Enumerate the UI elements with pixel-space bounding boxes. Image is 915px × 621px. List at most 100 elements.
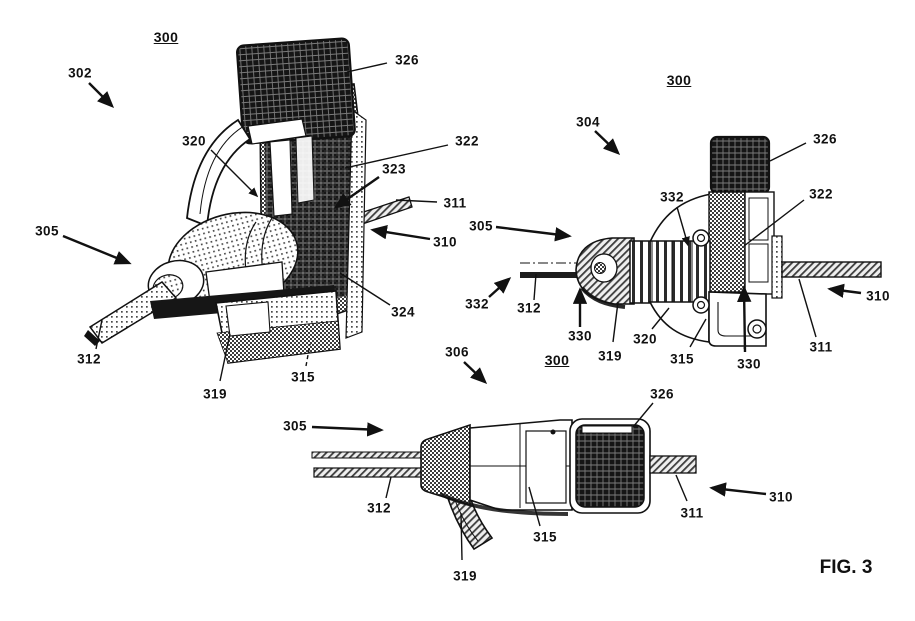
view-a-slat-top bbox=[247, 118, 307, 145]
leader-view-a-305 bbox=[62, 234, 132, 265]
view-b-screw-top-inner bbox=[696, 233, 706, 243]
leader-view-c-312 bbox=[385, 476, 392, 499]
view-c-nose-cone bbox=[420, 423, 471, 507]
leader-view-b-320 bbox=[651, 307, 670, 330]
view-b-screw-bottom bbox=[692, 296, 710, 314]
leader-view-a-322 bbox=[344, 144, 449, 169]
ref-label-view-b-312: 312 bbox=[517, 300, 541, 316]
ref-label-view-c-326: 326 bbox=[650, 386, 674, 402]
leader-view-a-319 bbox=[219, 333, 231, 382]
view-a-foot-window bbox=[225, 301, 271, 337]
view-b-right-panel-window-1 bbox=[748, 197, 769, 241]
view-b-nose-hub bbox=[594, 262, 606, 274]
view-c-handle-line bbox=[454, 499, 479, 542]
ref-label-view-b-332: 332 bbox=[465, 296, 489, 312]
view-b-screw-top bbox=[692, 229, 710, 247]
view-b-screw-bottom-inner bbox=[696, 300, 706, 310]
leader-view-c-305 bbox=[311, 422, 384, 437]
view-c-battery-block bbox=[575, 424, 645, 508]
leader-view-c-319 bbox=[460, 512, 463, 561]
ref-label-view-b-305: 305 bbox=[469, 218, 493, 234]
ref-label-view-b-330: 330 bbox=[568, 328, 592, 344]
view-c-shaft-right bbox=[649, 455, 697, 474]
leader-view-b-332 bbox=[488, 277, 512, 298]
ref-label-view-b-311: 311 bbox=[809, 339, 833, 355]
leader-view-b-319 bbox=[612, 301, 619, 343]
ref-label-view-b-330: 330 bbox=[737, 356, 761, 372]
leader-view-a-311 bbox=[395, 199, 438, 203]
ref-label-view-c-310: 310 bbox=[769, 489, 793, 505]
view-b-body-dividers bbox=[651, 241, 693, 303]
ref-label-view-b-326: 326 bbox=[813, 131, 837, 147]
view-b-shaft-left bbox=[520, 272, 582, 278]
view-c-drawing bbox=[311, 418, 697, 551]
view-b-body bbox=[629, 240, 711, 304]
ref-label-view-a-300: 300 bbox=[153, 29, 179, 45]
view-b-screw-bracket bbox=[747, 319, 767, 339]
ref-label-view-b-300: 300 bbox=[544, 352, 570, 368]
leader-view-a-324 bbox=[339, 272, 391, 306]
leader-view-b-322 bbox=[743, 199, 805, 247]
leader-view-c-326 bbox=[632, 402, 654, 428]
ref-label-view-a-322: 322 bbox=[455, 133, 479, 149]
view-b-right-panel-window-2 bbox=[748, 243, 769, 283]
ref-label-view-c-315: 315 bbox=[533, 529, 557, 545]
leader-view-a-302 bbox=[88, 82, 115, 109]
ref-label-view-b-300: 300 bbox=[666, 72, 692, 88]
leader-view-b-304 bbox=[594, 130, 621, 155]
ref-label-view-a-319: 319 bbox=[203, 386, 227, 402]
ref-label-view-a-324: 324 bbox=[391, 304, 415, 320]
ref-label-view-b-304: 304 bbox=[576, 114, 600, 130]
leader-view-c-306 bbox=[463, 361, 488, 384]
leader-view-c-311 bbox=[675, 474, 688, 502]
leader-view-b-310 bbox=[827, 283, 862, 298]
leader-view-a-326 bbox=[346, 62, 388, 73]
ref-label-view-c-306: 306 bbox=[445, 344, 469, 360]
leader-view-c-315 bbox=[528, 486, 541, 527]
leader-view-b-315 bbox=[689, 318, 707, 348]
ref-label-view-c-305: 305 bbox=[283, 418, 307, 434]
leader-view-b-305 bbox=[495, 225, 572, 242]
ref-label-view-b-319: 319 bbox=[598, 348, 622, 364]
leader-view-a-320 bbox=[210, 149, 259, 198]
leader-view-c-310 bbox=[709, 482, 767, 497]
view-c-screw bbox=[550, 429, 556, 435]
ref-label-view-c-319: 319 bbox=[453, 568, 477, 584]
leader-view-a-310 bbox=[370, 225, 431, 241]
ref-label-view-b-332: 332 bbox=[660, 189, 684, 205]
ref-label-view-a-320: 320 bbox=[182, 133, 206, 149]
ref-label-view-b-310: 310 bbox=[866, 288, 890, 304]
view-b-bracket-inner bbox=[717, 302, 758, 337]
ref-label-view-c-312: 312 bbox=[367, 500, 391, 516]
view-b-screw-bracket-inner bbox=[752, 324, 762, 334]
leader-view-a-312 bbox=[95, 319, 103, 350]
leader-view-b-326 bbox=[769, 142, 807, 162]
leader-view-a-315 bbox=[305, 343, 311, 367]
view-a-shaft-left-tip bbox=[84, 330, 100, 346]
figure-caption: FIG. 3 bbox=[819, 557, 873, 578]
leader-view-b-332 bbox=[676, 206, 690, 247]
view-c-body-window bbox=[525, 430, 567, 504]
ref-label-view-b-315: 315 bbox=[670, 351, 694, 367]
ref-label-view-a-315: 315 bbox=[291, 369, 315, 385]
ref-label-view-b-322: 322 bbox=[809, 186, 833, 202]
ref-label-view-a-323: 323 bbox=[382, 161, 406, 177]
view-a-slat-right bbox=[295, 135, 315, 204]
view-c-bottom-shade bbox=[439, 492, 569, 516]
leader-view-b-311 bbox=[798, 278, 817, 338]
view-a-handle-strap-line bbox=[199, 125, 245, 215]
view-b-drawing bbox=[520, 135, 882, 352]
ref-label-view-c-311: 311 bbox=[680, 505, 704, 521]
ref-label-view-b-320: 320 bbox=[633, 331, 657, 347]
ref-label-view-a-326: 326 bbox=[395, 52, 419, 68]
view-b-shaft-right bbox=[781, 261, 882, 278]
view-c-battery-clip bbox=[581, 425, 633, 434]
view-a-slat-left bbox=[269, 139, 293, 217]
ref-label-view-a-310: 310 bbox=[433, 234, 457, 250]
leader-view-a-323 bbox=[333, 176, 380, 209]
ref-label-view-a-312: 312 bbox=[77, 351, 101, 367]
ref-label-view-a-302: 302 bbox=[68, 65, 92, 81]
